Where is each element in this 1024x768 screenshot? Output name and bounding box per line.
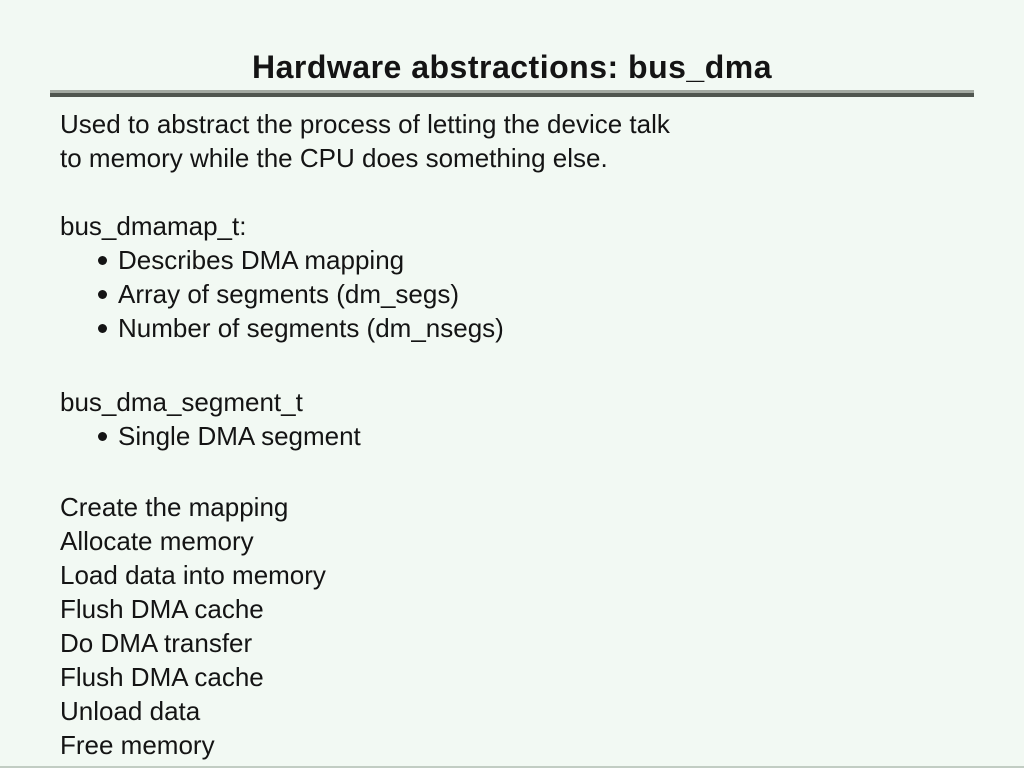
step-line: Load data into memory (60, 560, 326, 590)
intro-line-1: Used to abstract the process of letting … (60, 109, 670, 139)
step-line: Unload data (60, 696, 201, 726)
bullet-dot-icon (98, 290, 107, 299)
bullet-item: Array of segments (dm_segs) (60, 277, 1024, 311)
spacer (60, 453, 1024, 490)
bullet-text: Number of segments (dm_nsegs) (118, 313, 504, 343)
bullet-dot-icon (98, 432, 107, 441)
spacer (60, 175, 1024, 209)
title-divider (50, 90, 974, 97)
step-line: Flush DMA cache (60, 594, 264, 624)
step-line: Allocate memory (60, 526, 254, 556)
step-line: Create the mapping (60, 492, 289, 522)
bullet-item: Describes DMA mapping (60, 243, 1024, 277)
intro-line-2: to memory while the CPU does something e… (60, 143, 608, 173)
step-line: Do DMA transfer (60, 628, 253, 658)
step-line: Free memory (60, 730, 215, 760)
slide-body: Used to abstract the process of letting … (0, 97, 1024, 762)
bullet-dot-icon (98, 256, 107, 265)
section-heading-segment: bus_dma_segment_t (60, 387, 303, 417)
section-heading-dmamap: bus_dmamap_t: (60, 211, 247, 241)
bullet-text: Array of segments (dm_segs) (118, 279, 460, 309)
step-line: Flush DMA cache (60, 662, 264, 692)
spacer (60, 345, 1024, 385)
bullet-item: Single DMA segment (60, 419, 1024, 453)
bullet-text: Single DMA segment (118, 421, 361, 451)
bullet-item: Number of segments (dm_nsegs) (60, 311, 1024, 345)
slide-bottom-edge (0, 766, 1024, 768)
bullet-dot-icon (98, 324, 107, 333)
slide-title: Hardware abstractions: bus_dma (251, 49, 773, 85)
bullet-text: Describes DMA mapping (118, 245, 405, 275)
